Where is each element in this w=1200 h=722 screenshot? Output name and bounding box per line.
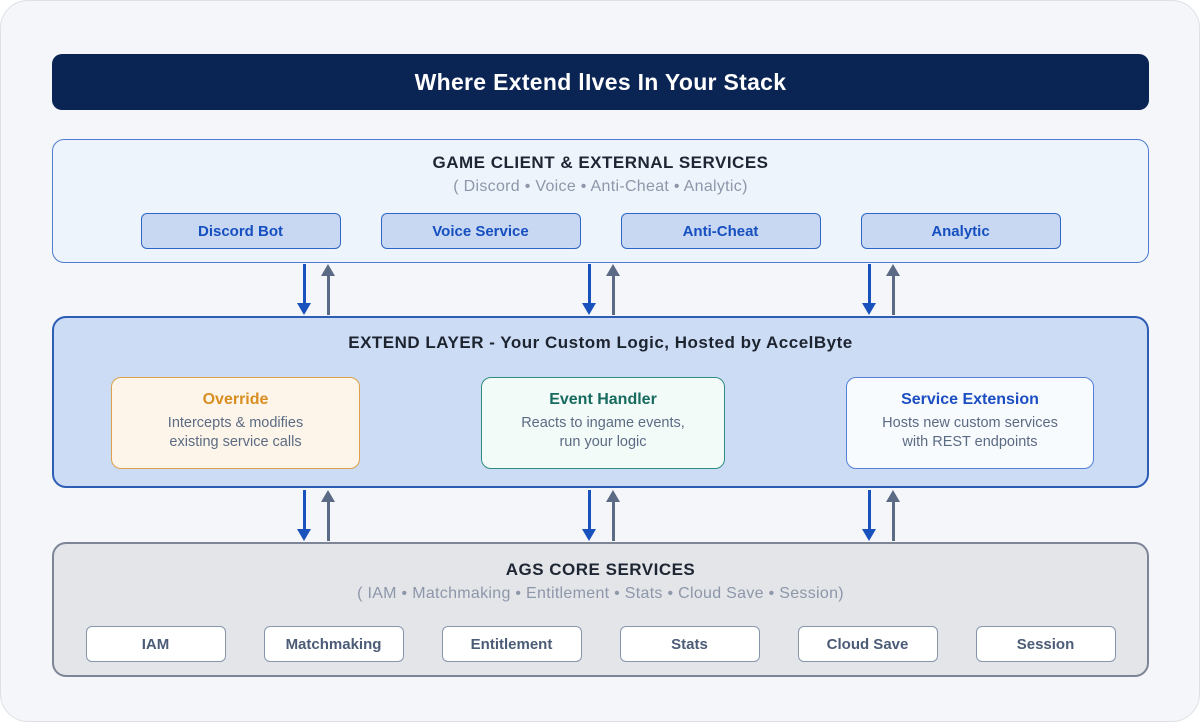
card-override: Override Intercepts & modifies existing … bbox=[111, 377, 360, 469]
chip-entitlement: Entitlement bbox=[441, 626, 582, 662]
card-service-extension-body: Hosts new custom services with REST endp… bbox=[882, 415, 1058, 451]
ags-core-chip-row: IAM Matchmaking Entitlement Stats Cloud … bbox=[54, 626, 1147, 662]
chip-discord-bot: Discord Bot bbox=[140, 213, 341, 249]
arrow-up-icon bbox=[606, 264, 620, 315]
chip-session: Session bbox=[975, 626, 1116, 662]
chip-cloud-save: Cloud Save bbox=[797, 626, 938, 662]
page-title: Where Extend lIves In Your Stack bbox=[414, 68, 787, 95]
layer-ags-core: AGS CORE SERVICES ( IAM • Matchmaking • … bbox=[52, 542, 1149, 677]
chip-analytic: Analytic bbox=[860, 213, 1061, 249]
layer-extend: EXTEND LAYER - Your Custom Logic, Hosted… bbox=[52, 316, 1149, 488]
title-bar: Where Extend lIves In Your Stack bbox=[52, 54, 1149, 110]
arrow-up-icon bbox=[886, 264, 900, 315]
card-event-handler-title: Event Handler bbox=[549, 391, 657, 408]
arrow-down-icon bbox=[862, 490, 876, 541]
game-client-chip-row: Discord Bot Voice Service Anti-Cheat Ana… bbox=[53, 213, 1148, 249]
card-override-title: Override bbox=[202, 391, 269, 408]
extend-layer-heading: EXTEND LAYER - Your Custom Logic, Hosted… bbox=[348, 333, 853, 352]
chip-voice-service: Voice Service bbox=[380, 213, 581, 249]
card-service-extension: Service Extension Hosts new custom servi… bbox=[846, 377, 1094, 469]
card-override-body: Intercepts & modifies existing service c… bbox=[167, 415, 304, 451]
chip-iam: IAM bbox=[85, 626, 226, 662]
arrow-down-icon bbox=[862, 264, 876, 315]
layer-game-client: GAME CLIENT & EXTERNAL SERVICES ( Discor… bbox=[52, 139, 1149, 263]
card-event-handler-body: Reacts to ingame events, run your logic bbox=[521, 415, 685, 451]
game-client-heading: GAME CLIENT & EXTERNAL SERVICES bbox=[432, 153, 769, 172]
arrow-down-icon bbox=[582, 264, 596, 315]
chip-stats: Stats bbox=[619, 626, 760, 662]
arrow-up-icon bbox=[886, 490, 900, 541]
arrow-up-icon bbox=[606, 490, 620, 541]
arrow-down-icon bbox=[582, 490, 596, 541]
ags-core-heading: AGS CORE SERVICES bbox=[505, 560, 696, 579]
ags-core-subheading: ( IAM • Matchmaking • Entitlement • Stat… bbox=[357, 585, 844, 602]
game-client-subheading: ( Discord • Voice • Anti-Cheat • Analyti… bbox=[453, 178, 748, 195]
arrow-up-icon bbox=[321, 490, 335, 541]
card-service-extension-title: Service Extension bbox=[901, 391, 1039, 408]
chip-anti-cheat: Anti-Cheat bbox=[620, 213, 821, 249]
arrow-down-icon bbox=[297, 490, 311, 541]
arrow-down-icon bbox=[297, 264, 311, 315]
card-event-handler: Event Handler Reacts to ingame events, r… bbox=[481, 377, 725, 469]
chip-matchmaking: Matchmaking bbox=[263, 626, 404, 662]
arrow-up-icon bbox=[321, 264, 335, 315]
